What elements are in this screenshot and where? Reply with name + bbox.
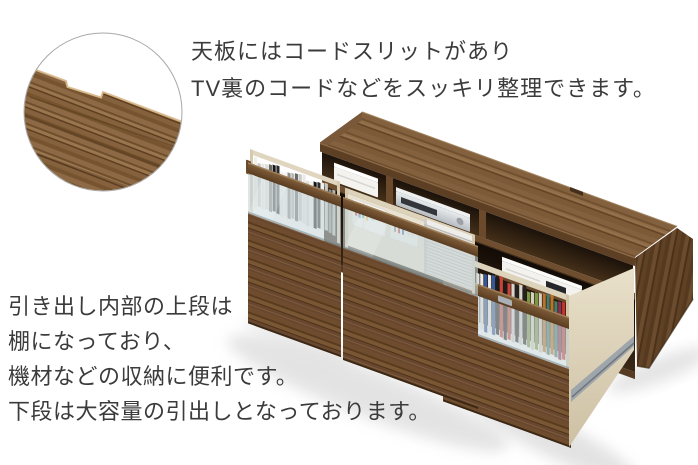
drawer-box-side [569,268,634,447]
drawer-left [246,148,341,358]
drawer-glass-strip [343,207,478,297]
top-caption: 天板にはコードスリットがあり TV裏のコードなどをスッキリ整理できます。 [191,33,656,107]
drawer-front-panel [343,247,478,409]
cord-slit-detail-circle [23,32,183,192]
drawer-glass-strip [248,173,341,248]
cabinet-top-surface [320,112,677,257]
drawer-middle [343,187,478,409]
top-caption-line2: TV裏のコードなどをスッキリ整理できます。 [191,76,656,101]
bottom-caption: 引き出し内部の上段は 棚になっており、 機材などの収納に便利です。 下段は大容量… [8,289,431,429]
drawer-rail [248,162,341,208]
wood-grain-closeup [24,64,182,191]
av-device-white [334,162,378,198]
bottom-caption-line2: 棚になっており、 [8,329,186,354]
drawer-rail [343,196,478,257]
top-caption-line1: 天板にはコードスリットがあり [191,39,514,64]
tv-board [246,111,694,448]
bottom-caption-line1: 引き出し内部の上段は [8,294,234,319]
open-shelf-row [322,152,633,293]
bottom-caption-line4: 下段は大容量の引出しとなっております。 [8,399,431,424]
drawer-slide-rail [571,336,634,402]
bottom-caption-line3: 機材などの収納に便利です。 [8,364,299,389]
drawer-front-panel [248,213,341,358]
cabinet-side-panel [635,228,693,368]
cord-slit-notch [570,187,583,196]
av-device-silver [396,187,470,232]
